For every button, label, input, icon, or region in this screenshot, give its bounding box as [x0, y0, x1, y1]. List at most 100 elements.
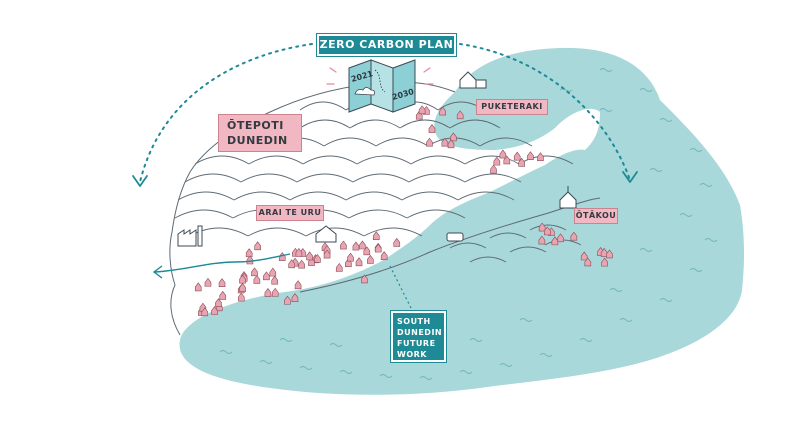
hill-arc	[464, 155, 520, 165]
wave-mark	[379, 374, 393, 378]
bus-icon	[446, 232, 464, 242]
hill-arc	[240, 173, 298, 183]
town-house	[239, 274, 246, 284]
town-house	[393, 237, 401, 247]
town-house	[503, 155, 511, 165]
hill-arc	[296, 173, 354, 183]
town-house	[441, 137, 449, 147]
hill-arc	[479, 137, 533, 147]
river-line	[154, 253, 291, 273]
factory-shape	[177, 229, 197, 247]
hill-arc	[299, 119, 351, 129]
otepoti-dunedin-label[interactable]: ŌTEPOTI DUNEDIN	[218, 114, 302, 152]
otakou-label[interactable]: ŌTĀKOU	[574, 208, 618, 224]
town-house	[306, 251, 313, 261]
town-house	[518, 157, 525, 167]
zero-carbon-arcs	[139, 43, 631, 183]
map-panel-3	[392, 59, 416, 113]
sparkle-marks	[326, 67, 434, 85]
town-house	[551, 236, 559, 246]
hill-arc	[177, 191, 235, 201]
hill-arc	[352, 173, 410, 183]
arrow-icon	[622, 171, 638, 183]
wave-mark	[329, 343, 343, 347]
zero-carbon-plan-label[interactable]: ZERO CARBON PLAN	[317, 34, 456, 56]
hill-arc	[408, 173, 466, 183]
hill-arc	[289, 191, 347, 201]
cloud-icon	[354, 87, 375, 96]
wave-mark	[609, 288, 623, 292]
arai-te-uru-label[interactable]: ARAI TE URU	[256, 205, 324, 221]
hill-arc	[349, 119, 401, 129]
town-house	[418, 105, 426, 115]
hill-arc	[469, 256, 507, 263]
connector-line	[389, 265, 413, 311]
town-house	[323, 249, 331, 259]
town-house	[246, 255, 254, 265]
puketeraki-label[interactable]: PUKETERAKI	[476, 99, 548, 115]
arc-arrowheads	[132, 171, 638, 187]
town-house	[219, 290, 227, 300]
hill-arc	[248, 155, 304, 165]
town-house	[278, 252, 286, 261]
town-house	[239, 283, 246, 292]
town-house	[374, 243, 382, 253]
river-arrow	[152, 265, 163, 279]
town-house	[538, 235, 546, 245]
town-house	[606, 249, 613, 259]
bus-shape	[446, 232, 464, 242]
town-house	[367, 254, 374, 264]
town-house	[347, 252, 354, 262]
town-house	[264, 288, 272, 297]
town-house	[570, 231, 578, 241]
town-house	[456, 110, 464, 120]
hill-arc	[449, 119, 501, 129]
town-house	[544, 226, 551, 236]
town-house	[237, 292, 245, 302]
town-house	[513, 151, 521, 161]
factory-icon	[177, 225, 203, 247]
town-house	[580, 251, 588, 261]
wave-mark	[599, 108, 613, 112]
town-house	[499, 149, 507, 159]
town-house	[263, 271, 270, 281]
town-house	[201, 307, 209, 317]
hill-arc	[184, 173, 242, 183]
wave-mark	[459, 370, 473, 374]
town-house	[584, 257, 592, 267]
wave-mark	[469, 338, 483, 342]
sparkle-line	[423, 67, 431, 73]
map-route	[374, 69, 386, 93]
hill-arc	[302, 155, 358, 165]
town-house	[194, 282, 202, 292]
wave-mark	[419, 376, 433, 380]
hill-arc	[356, 155, 412, 165]
town-house	[355, 257, 363, 267]
wave-mark	[579, 338, 593, 342]
hill-arc	[345, 191, 403, 201]
wave-mark	[689, 148, 703, 152]
town-house	[493, 156, 501, 166]
towns	[194, 105, 613, 317]
town-house	[291, 293, 299, 302]
wave-mark	[539, 353, 553, 357]
hill-arc	[410, 155, 466, 165]
town-house	[490, 164, 497, 174]
wave-mark	[649, 168, 663, 172]
wave-mark	[619, 318, 633, 322]
town-house	[340, 240, 347, 250]
wave-mark	[699, 183, 713, 187]
hill-arc	[299, 101, 347, 111]
town-house	[271, 275, 279, 285]
town-house	[245, 248, 253, 258]
wave-mark	[559, 88, 573, 92]
town-house	[538, 222, 546, 232]
hill-arc	[529, 224, 567, 231]
town-house	[218, 278, 226, 287]
house-icon	[459, 71, 487, 89]
town-house	[204, 277, 212, 287]
wave-mark	[499, 363, 513, 367]
house-shape	[315, 225, 337, 243]
south-dunedin-future-work-label[interactable]: SOUTH DUNEDIN FUTURE WORK	[391, 311, 446, 362]
